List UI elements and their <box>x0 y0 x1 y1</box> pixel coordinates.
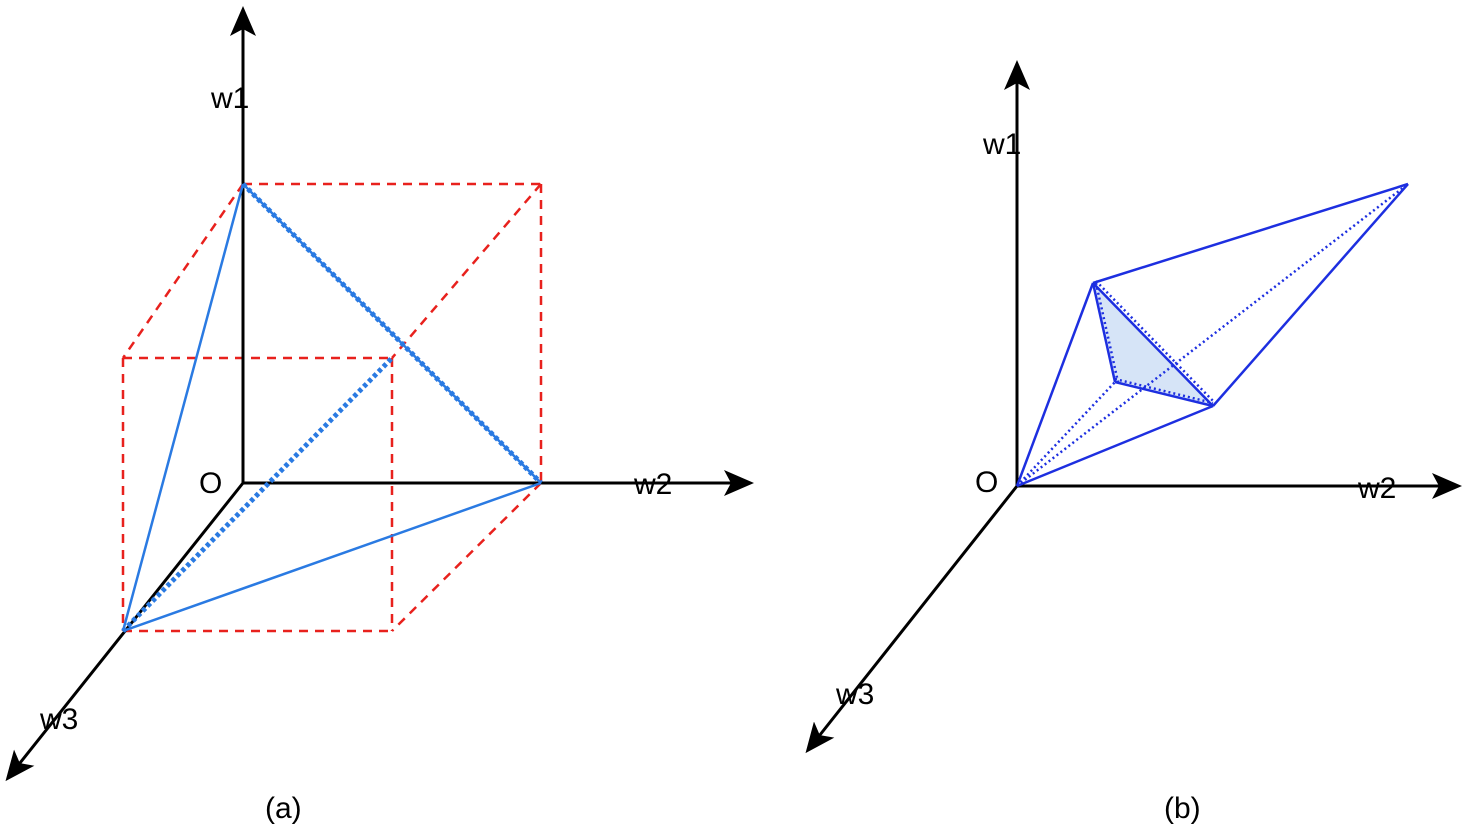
polytope-dotted-edge <box>1094 282 1120 383</box>
origin-label: O <box>975 466 998 499</box>
polytope-edge <box>1114 380 1214 408</box>
w3-axis <box>805 485 1019 754</box>
w2-label: w2 <box>1357 472 1396 505</box>
cube-edge <box>121 183 245 359</box>
cube-edge <box>391 482 542 632</box>
polytope-b <box>1015 182 1409 488</box>
simplex-edge <box>122 481 542 633</box>
polytope-edge <box>1015 282 1095 487</box>
polytope-dotted-edge <box>1016 381 1116 487</box>
polytope-edge <box>1016 404 1214 488</box>
panel-a: w1 w2 w3 O (a) <box>5 6 754 825</box>
cube-edge <box>391 183 542 359</box>
origin-label: O <box>199 467 222 500</box>
simplex-edge <box>121 183 245 632</box>
axes-b <box>805 60 1462 754</box>
w2-label: w2 <box>633 468 672 501</box>
panel-b: w1 w2 w3 O (b) <box>805 60 1462 825</box>
w3-label: w3 <box>39 703 78 736</box>
polytope-edge <box>1092 282 1214 407</box>
polytope-edge <box>1091 282 1117 383</box>
cube-edges <box>121 182 543 633</box>
polytope-edge <box>1212 183 1409 407</box>
w1-label: w1 <box>210 82 249 115</box>
caption-b: (b) <box>1164 792 1201 825</box>
caption-a: (a) <box>265 792 302 825</box>
simplex-dotted-edge <box>121 356 394 633</box>
polytope-dotted-edge <box>1016 183 1409 487</box>
w3-label: w3 <box>835 678 874 711</box>
simplex-dotted-edge <box>241 182 543 485</box>
axes-a <box>5 6 754 782</box>
simplex-a <box>121 182 543 633</box>
polytope-dotted-edge <box>1095 280 1217 405</box>
w1-label: w1 <box>982 128 1021 161</box>
polytope-dotted-edge <box>1114 377 1214 405</box>
polytope-edge <box>1092 182 1409 285</box>
